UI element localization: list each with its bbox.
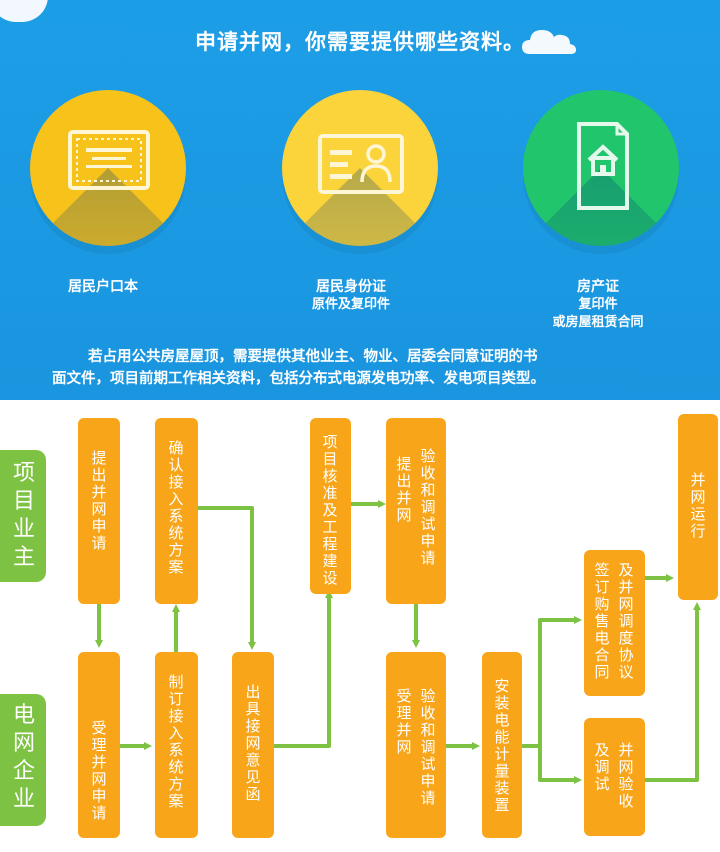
step-accept-grid-application: 受理并网申请 bbox=[78, 652, 120, 838]
certificate-icon bbox=[68, 130, 150, 190]
step-project-approval-construction: 项目核准及工程建设 bbox=[310, 418, 351, 594]
id-card-icon bbox=[318, 134, 404, 194]
step-request-acceptance-test: 提出并网 验收和调试申请 bbox=[386, 418, 446, 604]
requirements-panel: 申请并网，你需要提供哪些资料。 bbox=[0, 0, 720, 400]
flow-arrows bbox=[95, 500, 701, 784]
step-accept-acceptance-request: 受理并网 验收和调试申请 bbox=[386, 652, 446, 838]
arrow-inspection-to-operation bbox=[645, 602, 701, 782]
household-register-caption: 居民户口本 bbox=[68, 279, 138, 295]
lane-grid-company bbox=[0, 694, 46, 826]
id-card-caption: 居民身份证 原件及复印件 bbox=[312, 279, 391, 312]
step-formulate-access-plan: 制订接入系统方案 bbox=[155, 652, 198, 838]
step-grid-operation: 并网运行 bbox=[678, 414, 718, 600]
lane-grid-company-label: 电网企业 bbox=[12, 703, 35, 812]
cloud-icon bbox=[522, 30, 576, 54]
arrow-confirm-to-opinion bbox=[198, 506, 256, 650]
corner-bubble-decoration bbox=[0, 0, 48, 22]
lane-project-owner-label: 项目业主 bbox=[12, 461, 35, 570]
arrow-meter-to-contract bbox=[522, 616, 582, 748]
grid-connection-flowchart: 项目业主 电网企业 提出并网申请 确认接入系统方案 项目核准及工程建设 提出并网… bbox=[0, 400, 720, 852]
step-issue-connection-opinion: 出具接网意见函 bbox=[232, 652, 274, 838]
arrow-opinion-to-construction bbox=[274, 590, 333, 748]
step-sign-power-contract: 签订购售电合同 及并网调度协议 bbox=[584, 550, 645, 696]
id-card-badge bbox=[282, 90, 442, 250]
household-register-badge bbox=[30, 90, 190, 250]
public-roof-note: 若占用公共房屋屋顶，需要提供其他业主、物业、居委会同意证明的书 面文件，项目前期… bbox=[52, 349, 545, 387]
house-document-icon bbox=[577, 122, 629, 210]
property-certificate-badge bbox=[523, 90, 683, 250]
panel-title: 申请并网，你需要提供哪些资料。 bbox=[195, 30, 525, 54]
step-confirm-access-plan: 确认接入系统方案 bbox=[155, 418, 198, 604]
step-apply-grid-connection: 提出并网申请 bbox=[78, 418, 120, 604]
step-grid-acceptance-test: 及调试 并网验收 bbox=[584, 718, 645, 836]
arrow-meter-to-inspection bbox=[538, 746, 582, 784]
lane-project-owner bbox=[0, 450, 46, 582]
step-install-energy-meter: 安装电能计量装置 bbox=[482, 652, 522, 838]
property-certificate-caption: 房产证 复印件 或房屋租赁合同 bbox=[552, 279, 644, 330]
